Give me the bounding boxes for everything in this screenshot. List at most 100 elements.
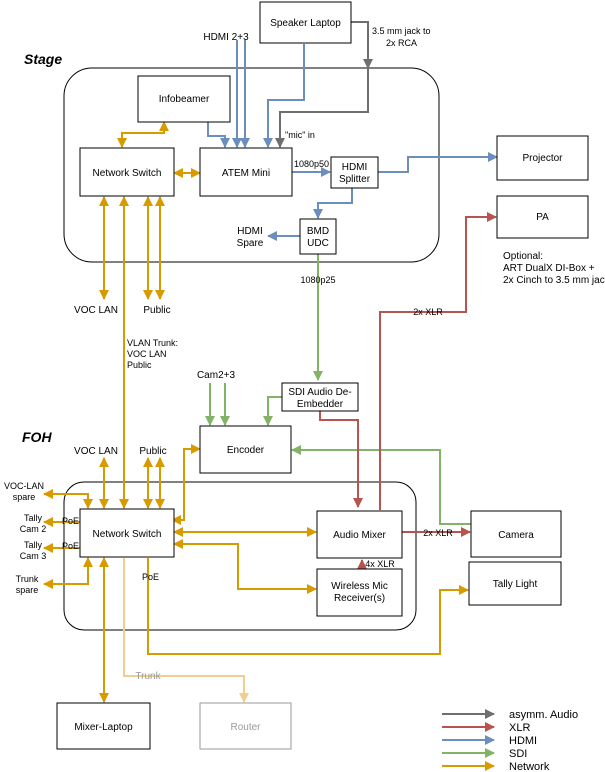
sdi-de-embedder-label-1: SDI Audio De- bbox=[288, 387, 351, 398]
hdmi-line-infobeamer bbox=[207, 122, 230, 148]
xlr-line-embedder-mixer bbox=[319, 411, 363, 508]
wireless-mic-label-1: Wireless Mic bbox=[331, 581, 388, 592]
audio-line-laptop-jack bbox=[351, 21, 373, 69]
sdi-line-embedder-encoder bbox=[263, 396, 282, 426]
xlr-2x-cam-label: 2x XLR bbox=[423, 528, 453, 538]
speaker-laptop-box: Speaker Laptop bbox=[259, 1, 352, 44]
audio-mixer-label: Audio Mixer bbox=[333, 530, 386, 541]
foh-title: FOH bbox=[22, 429, 52, 445]
1080p25-label: 1080p25 bbox=[300, 275, 335, 285]
hdmi-2-3-label: HDMI 2+3 bbox=[203, 32, 249, 43]
wireless-mic-label-2: Receiver(s) bbox=[334, 593, 385, 604]
trunk-spare-label-2: spare bbox=[16, 585, 39, 595]
public-foh-label: Public bbox=[139, 446, 166, 457]
sdi-de-embedder-box: SDI Audio De- Embedder bbox=[281, 382, 359, 412]
voc-lan-foh-label: VOC LAN bbox=[74, 446, 118, 457]
poe3-label: PoE bbox=[142, 572, 159, 582]
trunk-line-router bbox=[123, 558, 249, 703]
projector-label: Projector bbox=[522, 153, 563, 164]
infobeamer-label: Infobeamer bbox=[159, 94, 210, 105]
speaker-laptop-label: Speaker Laptop bbox=[270, 18, 341, 29]
mixer-laptop-label: Mixer-Laptop bbox=[74, 722, 133, 733]
pa-box: PA bbox=[496, 195, 589, 239]
connections bbox=[43, 21, 498, 703]
network-switch-stage-label: Network Switch bbox=[93, 168, 162, 179]
wireless-mic-box: Wireless Mic Receiver(s) bbox=[316, 568, 403, 617]
tally-cam3-label-1: Tally bbox=[24, 540, 43, 550]
legend-label: asymm. Audio bbox=[509, 709, 578, 721]
voc-lan-stage-label: VOC LAN bbox=[74, 305, 118, 316]
net-line-trunk-spare bbox=[43, 557, 93, 589]
net-line-tally-light bbox=[147, 558, 469, 655]
net-line-voc-lan-spare bbox=[43, 489, 93, 509]
atem-mini-box: ATEM Mini bbox=[199, 147, 293, 197]
mic-in-label: "mic" in bbox=[285, 130, 315, 140]
xlr-2x-top-label: 2x XLR bbox=[413, 307, 443, 317]
hdmi-spare-label-1: HDMI bbox=[237, 226, 263, 237]
1080p50-label: 1080p50 bbox=[294, 159, 329, 169]
router-box: Router bbox=[199, 702, 292, 750]
vlan-trunk-label-1: VLAN Trunk: bbox=[127, 338, 178, 348]
vlan-trunk-label-2: VOC LAN bbox=[127, 349, 167, 359]
infobeamer-box: Infobeamer bbox=[137, 75, 231, 123]
net-line-infobeamer bbox=[117, 121, 169, 148]
network-switch-foh-label: Network Switch bbox=[93, 529, 162, 540]
legend-item: Network bbox=[442, 761, 550, 772]
mixer-laptop-box: Mixer-Laptop bbox=[56, 702, 151, 750]
tally-light-box: Tally Light bbox=[468, 561, 562, 606]
legend-label: SDI bbox=[509, 748, 527, 760]
hdmi-spare-label-2: Spare bbox=[237, 238, 264, 249]
tally-cam2-label-2: Cam 2 bbox=[20, 524, 47, 534]
hdmi-splitter-label-2: Splitter bbox=[339, 174, 371, 185]
optional-label-1: Optional: bbox=[503, 251, 543, 262]
public-stage-label: Public bbox=[143, 305, 170, 316]
bmd-udc-box: BMD UDC bbox=[299, 218, 337, 255]
legend-label: HDMI bbox=[509, 735, 537, 747]
pa-label: PA bbox=[536, 212, 549, 223]
poe2-label: PoE bbox=[62, 541, 79, 551]
foh-area bbox=[63, 481, 417, 631]
hdmi-line-udc bbox=[313, 188, 353, 219]
cam-2-3-label: Cam2+3 bbox=[197, 370, 236, 381]
xlr-line-mixer-pa bbox=[379, 212, 497, 510]
hdmi-splitter-label-1: HDMI bbox=[342, 162, 368, 173]
net-line-wireless bbox=[173, 539, 317, 594]
tally-cam3-label-2: Cam 3 bbox=[20, 551, 47, 561]
jack-rca-label-1: 3.5 mm jack to bbox=[372, 26, 431, 36]
network-switch-foh-box: Network Switch bbox=[79, 508, 175, 558]
trunk-label: Trunk bbox=[135, 671, 161, 682]
hdmi-splitter-box: HDMI Splitter bbox=[330, 156, 379, 189]
sdi-de-embedder-label-2: Embedder bbox=[297, 399, 344, 410]
xlr-4x-label: 4x XLR bbox=[365, 559, 395, 569]
audio-line-mic-in bbox=[275, 62, 369, 148]
tally-light-label: Tally Light bbox=[493, 579, 538, 590]
encoder-label: Encoder bbox=[227, 445, 265, 456]
legend-label: Network bbox=[509, 761, 550, 772]
camera-box: Camera bbox=[470, 510, 562, 558]
encoder-box: Encoder bbox=[199, 425, 292, 474]
voc-lan-spare-label-2: spare bbox=[13, 492, 36, 502]
atem-mini-label: ATEM Mini bbox=[222, 168, 270, 179]
camera-label: Camera bbox=[498, 530, 534, 541]
stage-area bbox=[63, 67, 440, 263]
net-line-encoder bbox=[171, 444, 201, 525]
projector-box: Projector bbox=[496, 135, 589, 181]
legend-item: asymm. Audio bbox=[442, 709, 578, 721]
vlan-trunk-label-3: Public bbox=[127, 360, 152, 370]
legend-item: XLR bbox=[442, 722, 530, 734]
stage-title: Stage bbox=[24, 51, 62, 67]
legend-item: SDI bbox=[442, 748, 527, 760]
poe1-label: PoE bbox=[62, 516, 79, 526]
bmd-udc-label-1: BMD bbox=[307, 226, 329, 237]
trunk-spare-label-1: Trunk bbox=[16, 574, 39, 584]
optional-label-3: 2x Cinch to 3.5 mm jack bbox=[503, 275, 605, 286]
legend-item: HDMI bbox=[442, 735, 537, 747]
optional-label-2: ART DualX DI-Box + bbox=[503, 263, 595, 274]
audio-mixer-box: Audio Mixer bbox=[316, 510, 403, 559]
hdmi-line-laptop bbox=[263, 44, 305, 148]
hdmi-line-projector bbox=[378, 152, 498, 173]
sdi-line-camera-encoder bbox=[291, 445, 496, 525]
tally-cam2-label-1: Tally bbox=[24, 513, 43, 523]
